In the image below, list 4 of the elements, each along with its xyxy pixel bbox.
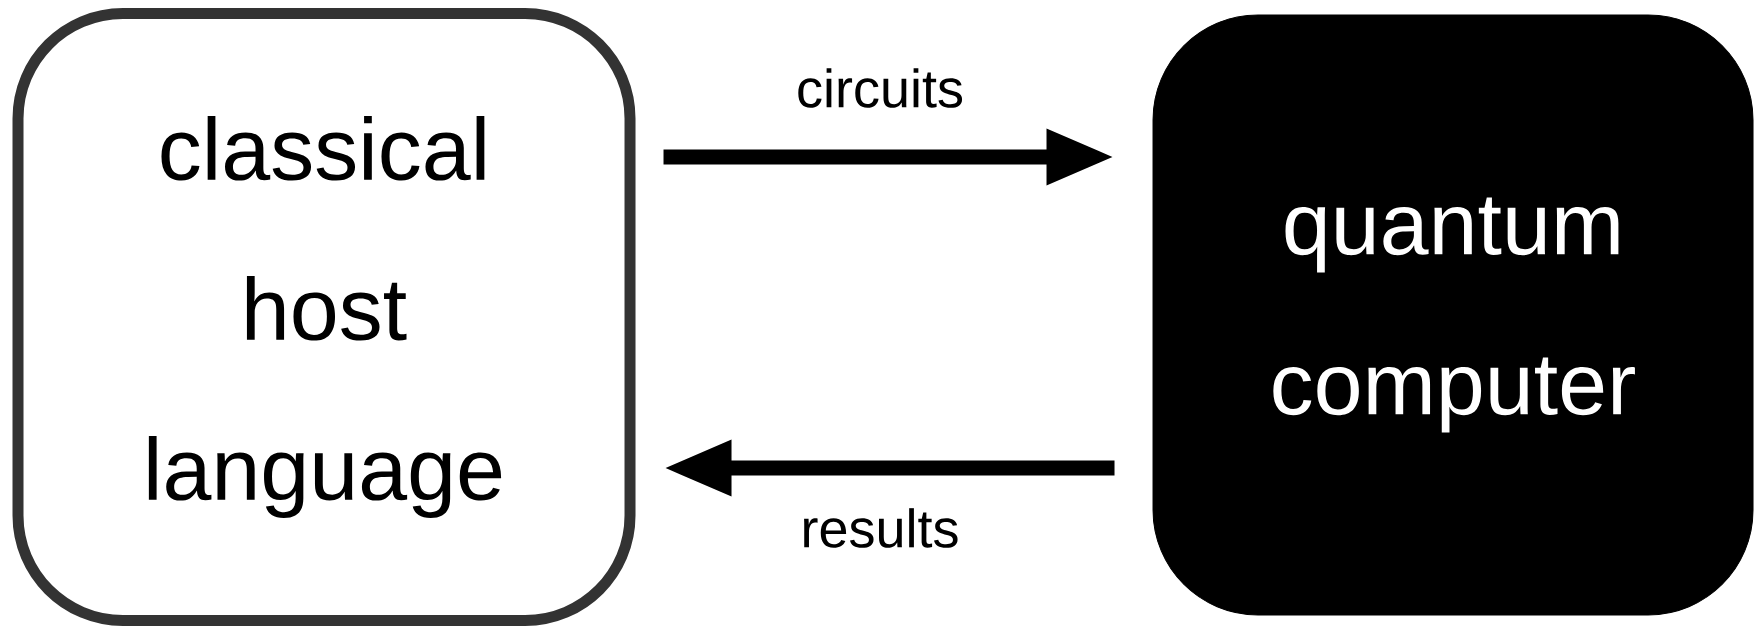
- edge-label: results: [804, 508, 958, 548]
- filled-box: quantum computer: [1152, 14, 1754, 616]
- edge-label: circuits: [798, 68, 963, 108]
- process-box: classical host language: [12, 8, 636, 626]
